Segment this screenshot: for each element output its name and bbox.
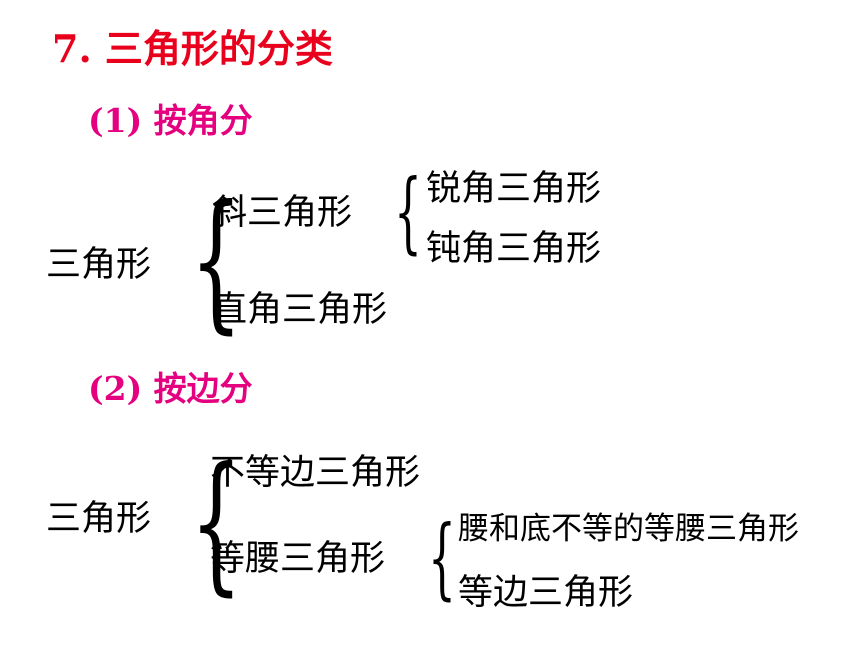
node-right-triangle: 直角三角形 bbox=[212, 290, 388, 330]
brace-left-large: { bbox=[190, 174, 243, 348]
brace-left-small: { bbox=[428, 506, 456, 609]
node-isosceles-triangle: 等腰三角形 bbox=[210, 539, 386, 579]
node-acute-triangle: 锐角三角形 bbox=[426, 169, 602, 209]
node-equilateral-triangle: 等边三角形 bbox=[458, 573, 634, 613]
tree-root-triangle-angle: 三角形 bbox=[46, 245, 152, 285]
tree-root-triangle-side: 三角形 bbox=[46, 499, 152, 539]
page-title: 7. 三角形的分类 bbox=[52, 26, 333, 71]
node-obtuse-triangle: 钝角三角形 bbox=[426, 229, 602, 269]
node-oblique-triangle: 斜三角形 bbox=[212, 193, 353, 233]
node-scalene-triangle: 不等边三角形 bbox=[210, 453, 421, 493]
section-heading-by-angle: (1) 按角分 bbox=[88, 101, 253, 140]
brace-left-large: { bbox=[190, 436, 243, 610]
section-heading-by-side: (2) 按边分 bbox=[88, 369, 253, 408]
brace-left-small: { bbox=[394, 160, 422, 263]
node-isosceles-non-equilateral: 腰和底不等的等腰三角形 bbox=[458, 511, 799, 547]
